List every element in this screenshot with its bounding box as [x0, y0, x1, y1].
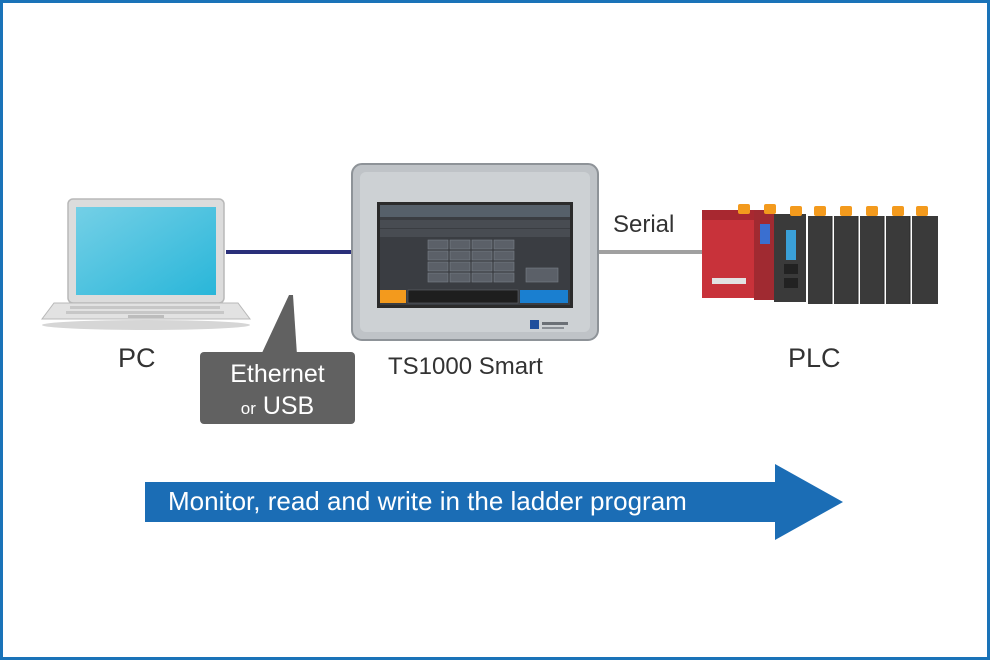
laptop-icon: [41, 198, 251, 330]
connection-type-bubble: Ethernet or USB: [200, 352, 355, 424]
bubble-tail: [261, 295, 297, 355]
arrow-caption: Monitor, read and write in the ladder pr…: [168, 486, 687, 516]
plc-rack-icon: [702, 204, 938, 304]
bubble-usb-text: USB: [262, 392, 315, 420]
pc-label: PC: [118, 343, 156, 373]
hmi-label: TS1000 Smart: [388, 353, 543, 380]
serial-label: Serial: [613, 211, 675, 238]
bubble-or-text: or: [240, 399, 256, 418]
bubble-ethernet-text: Ethernet: [230, 360, 325, 388]
bubble-or-usb-line: or USB: [200, 392, 355, 421]
direction-arrow: [145, 464, 843, 540]
touch-panel-icon: [351, 163, 599, 341]
plc-label: PLC: [788, 343, 841, 373]
